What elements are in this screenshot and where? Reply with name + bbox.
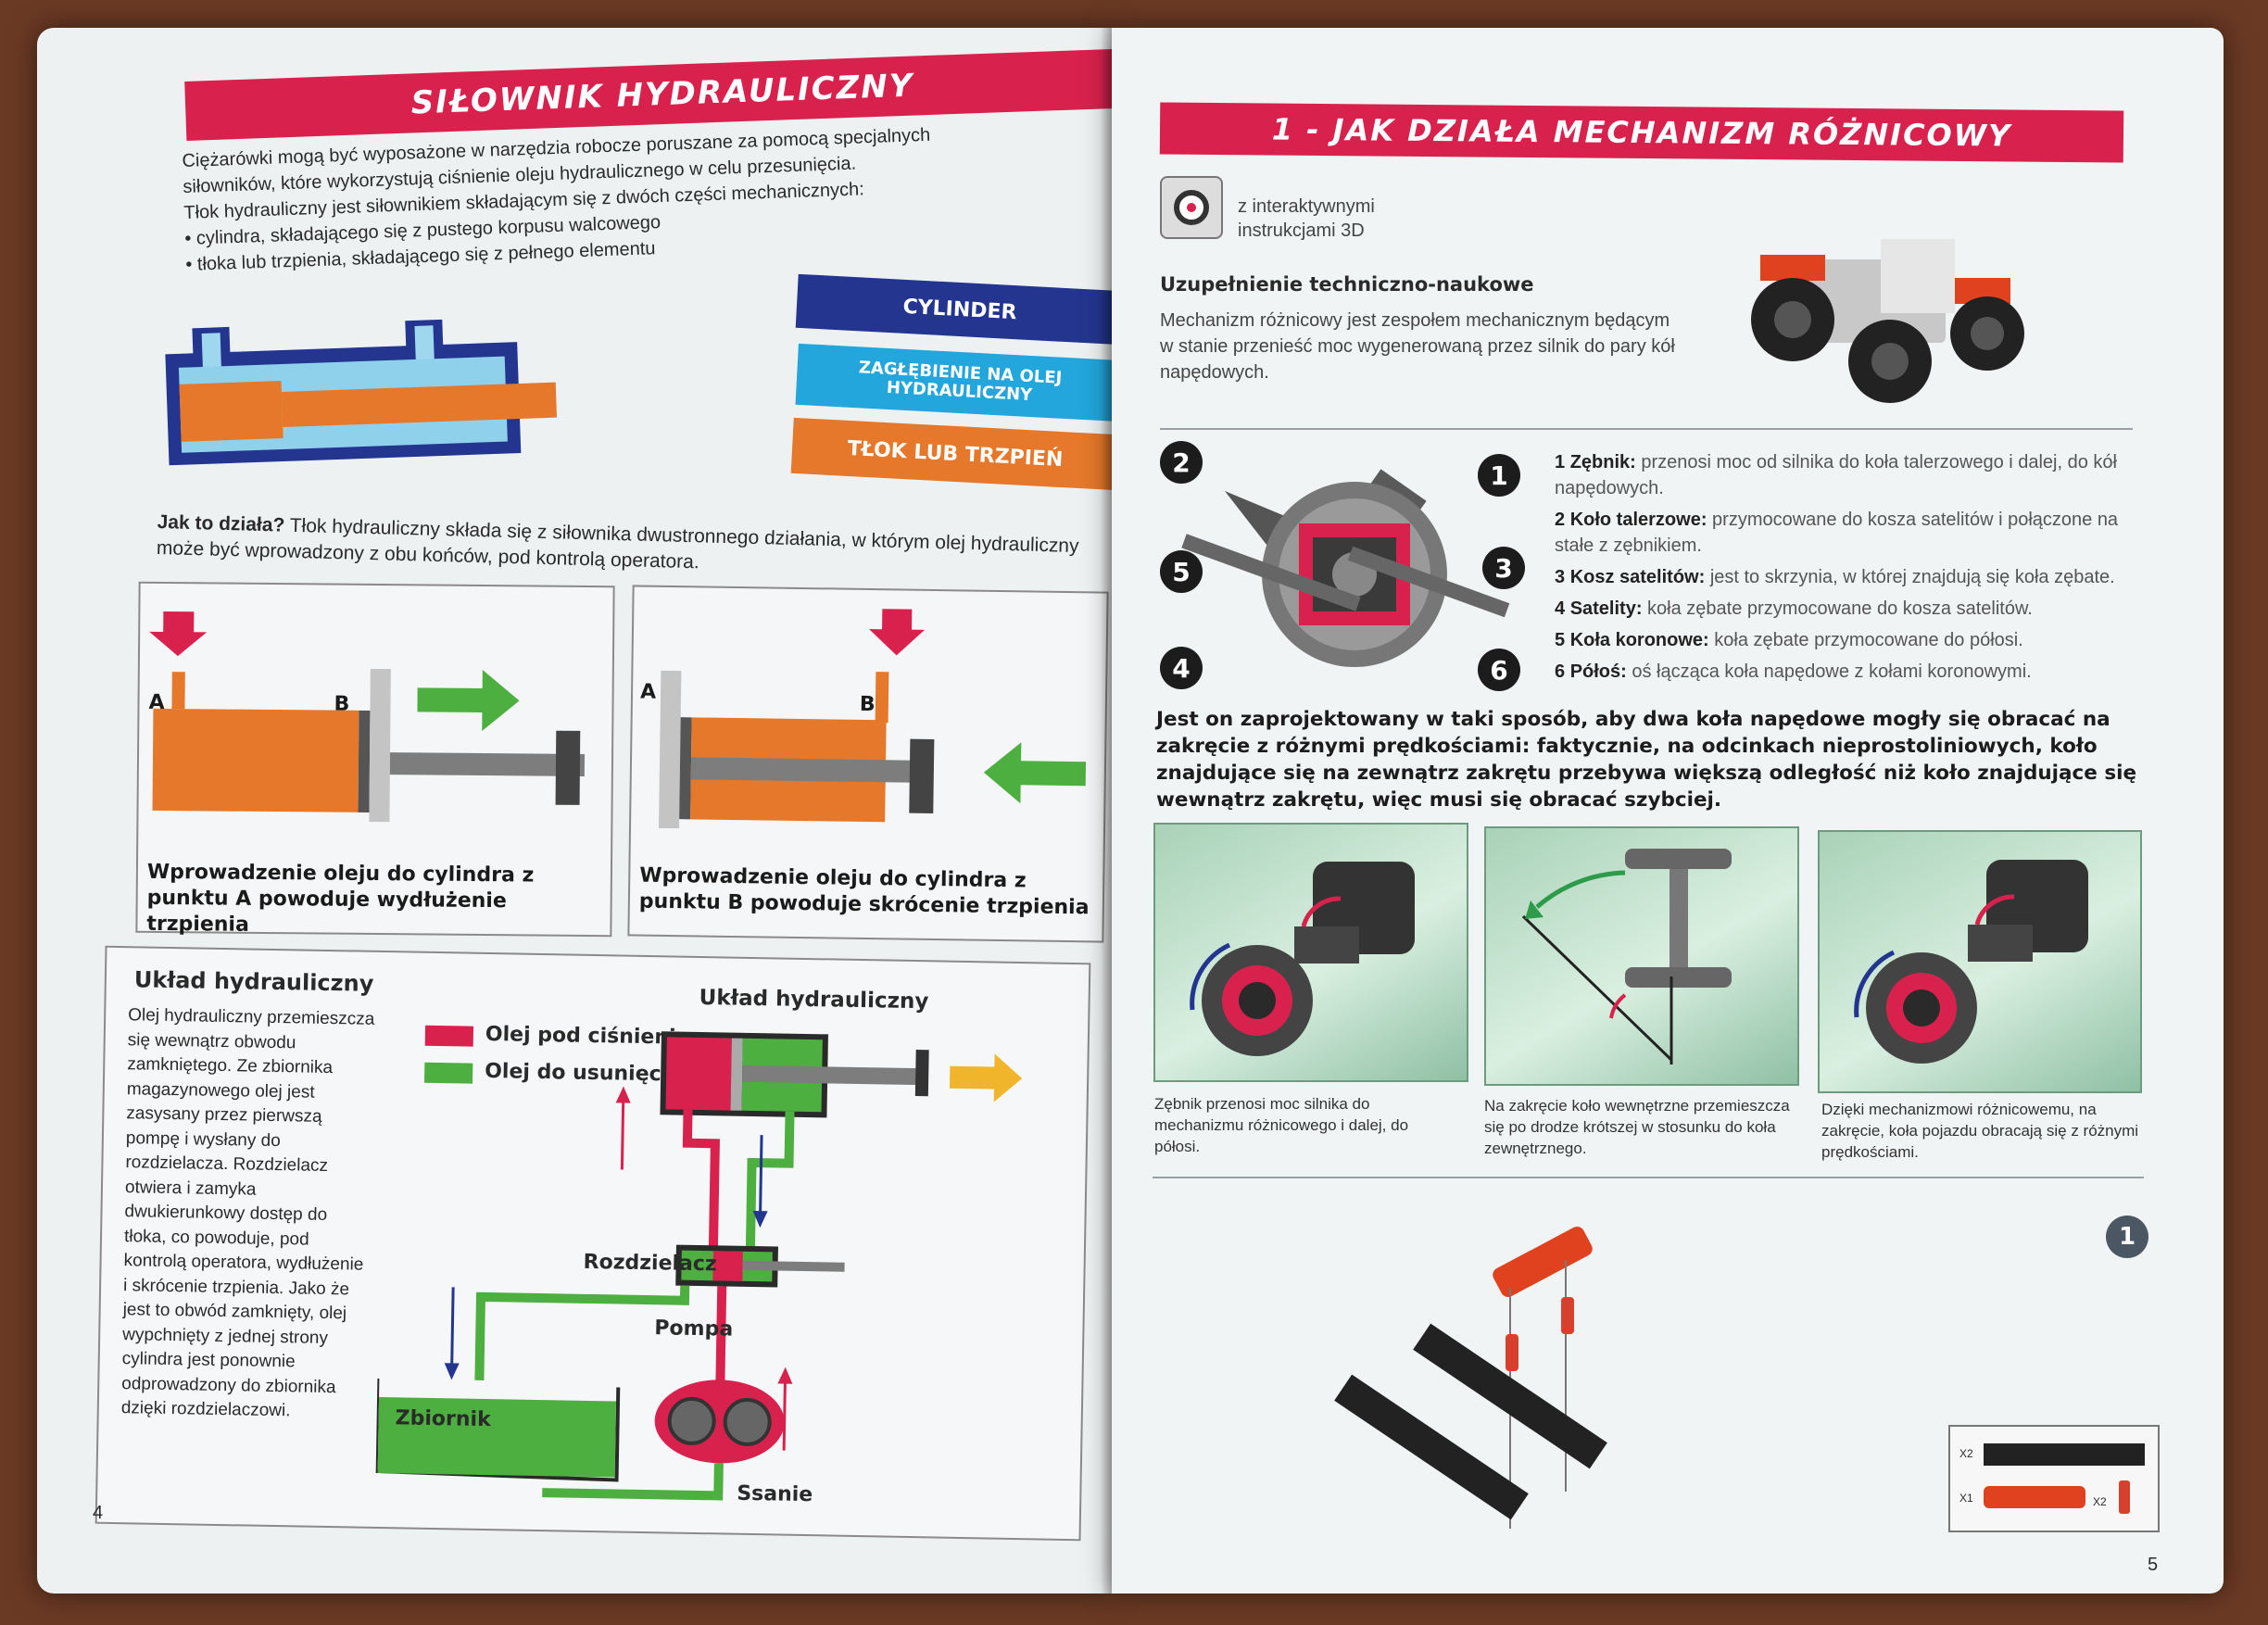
svg-text:A: A	[148, 691, 164, 714]
left-page: SIŁOWNIK HYDRAULICZNY Ciężarówki mogą by…	[37, 28, 1140, 1594]
arrow-right-icon	[417, 670, 520, 732]
part-item-2: 2 Koło talerzowe: przymocowane do kosza …	[1555, 510, 2119, 556]
part-item-3: 3 Kosz satelitów: jest to skrzynia, w kt…	[1555, 567, 2115, 587]
part-item-5: 5 Koła koronowe: koła zębate przymocowan…	[1555, 630, 2023, 650]
callout-4: 4	[1160, 647, 1203, 689]
extend-caption: Wprowadzenie oleju do cylindra z punktu …	[146, 860, 535, 937]
cylinder-illustration	[165, 319, 558, 466]
legend-piston: TŁOK LUB TRZPIEŃ	[790, 417, 1120, 491]
retract-caption: Wprowadzenie oleju do cylindra z punktu …	[638, 863, 1090, 920]
parts-required-box: X2 X1 X2	[1948, 1425, 2160, 1532]
system-body: Olej hydrauliczny przemieszcza się wewną…	[120, 1005, 375, 1421]
3d-instructions-icon[interactable]	[1160, 176, 1223, 239]
photo-caption-3: Dzięki mechanizmowi różnicowemu, na zakr…	[1821, 1101, 2139, 1161]
label-tank: Zbiornik	[395, 1406, 491, 1432]
callout-3: 3	[1482, 547, 1525, 589]
diagram-extend-panel: A B Wprowadzenie oleju do cylindra z pun…	[135, 581, 615, 938]
arrow-left-icon	[983, 742, 1087, 804]
differential-illustration	[1181, 469, 1510, 667]
page-title-right: 1 - JAK DZIAŁA MECHANIZM RÓŻNICOWY	[1159, 102, 2124, 163]
interactive-note: z interaktywnymi instrukcjami 3D	[1238, 196, 1375, 241]
parts-qty-2: X1	[1959, 1492, 1973, 1505]
label-suction: Ssanie	[737, 1481, 813, 1507]
photo-pinion	[1153, 823, 1468, 1082]
part-item-1: 1 Zębnik: przenosi moc od silnika do koł…	[1555, 452, 2117, 498]
parts-qty-1: X2	[1959, 1447, 1973, 1460]
svg-text:B: B	[334, 693, 349, 716]
diagram-retract-panel: A B Wprowadzenie oleju do cylindra z pun…	[627, 585, 1109, 943]
arrow-down-icon	[869, 609, 926, 656]
label-pump: Pompa	[654, 1316, 734, 1342]
page-number-left: 4	[93, 1503, 104, 1523]
svg-text:A: A	[640, 681, 656, 704]
arrow-right-icon	[949, 1053, 1023, 1102]
page-number-right: 5	[2148, 1555, 2159, 1575]
pin-part	[2119, 1480, 2130, 1514]
how-it-works-text: Jak to działa? Tłok hydrauliczny składa …	[156, 510, 1079, 573]
assembly-step-illustration	[1334, 1226, 1607, 1529]
part-item-6: 6 Półoś: oś łącząca koła napędowe z koła…	[1555, 661, 2032, 682]
part-item-4: 4 Satelity: koła zębate przymocowane do …	[1555, 598, 2033, 619]
tech-heading: Uzupełnienie techniczno-naukowe	[1160, 273, 1534, 296]
photo-turn	[1484, 826, 1799, 1086]
photo-different-speeds	[1818, 830, 2142, 1093]
system-heading: Układ hydrauliczny	[133, 966, 374, 997]
short-beam-part	[1984, 1486, 2085, 1508]
retract-diagram: A B	[640, 609, 1087, 829]
hydraulic-system-panel: Układ hydrauliczny Olej hydrauliczny prz…	[94, 945, 1091, 1542]
divider-2	[1153, 1177, 2144, 1178]
callout-6: 6	[1478, 649, 1520, 691]
right-page: 1 - JAK DZIAŁA MECHANIZM RÓŻNICOWY z int…	[1112, 28, 2224, 1594]
svg-text:B: B	[860, 693, 876, 716]
parts-qty-3: X2	[2093, 1495, 2107, 1508]
callout-2: 2	[1160, 441, 1203, 484]
explanation-paragraph: Jest on zaprojektowany w taki sposób, ab…	[1156, 708, 2137, 812]
system-diagram-title: Układ hydrauliczny	[699, 985, 929, 1014]
callout-5: 5	[1160, 550, 1203, 593]
legend-recess: ZAGŁĘBIENIE NA OLEJ HYDRAULICZNY	[795, 343, 1125, 422]
legend-cylinder: CYLINDER	[795, 273, 1125, 346]
extend-diagram: A B	[148, 611, 586, 823]
arrow-down-icon	[149, 611, 208, 657]
step-number-badge: 1	[2106, 1216, 2148, 1258]
divider	[1160, 428, 2133, 430]
callout-1: 1	[1478, 454, 1520, 497]
photo-caption-1: Zębnik przenosi moc silnika do mechanizm…	[1154, 1095, 1409, 1155]
photo-caption-2: Na zakręcie koło wewnętrzne przemieszcza…	[1484, 1097, 1790, 1157]
intro-text: Ciężarówki mogą być wyposażone w narzędz…	[182, 124, 931, 275]
hydraulic-circuit-diagram	[374, 1031, 1023, 1501]
beam-part	[1984, 1443, 2145, 1466]
label-distributor: Rozdzielacz	[583, 1250, 717, 1277]
model-vehicle-image	[1751, 239, 2024, 403]
parts-list: 1 Zębnik: przenosi moc od silnika do koł…	[1555, 449, 2129, 690]
tech-text: Mechanizm różnicowy jest zespołem mechan…	[1160, 310, 1675, 383]
